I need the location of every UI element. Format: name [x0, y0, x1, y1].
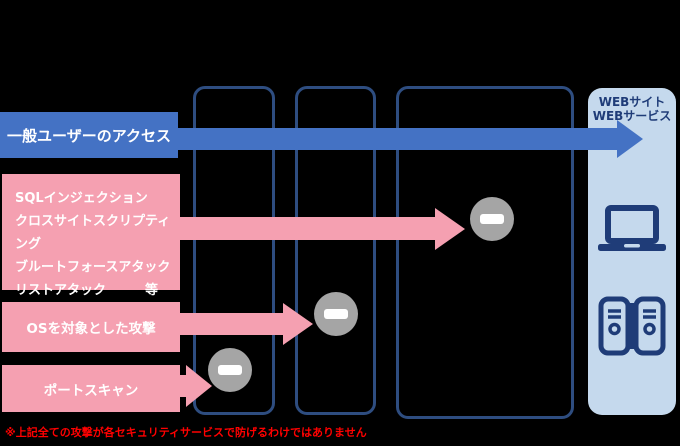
security-layer-column-2: [295, 86, 376, 415]
disclaimer-note: ※上記全ての攻撃が各セキュリティサービスで防げるわけではありません: [5, 426, 367, 439]
port-scan-label: ポートスキャン: [2, 365, 180, 412]
attack-line-brute-force: ブルートフォースアタック: [15, 260, 171, 275]
minus-icon: [324, 309, 348, 319]
blocked-icon-os-attack: [314, 292, 358, 336]
os-attack-arrow-head: [283, 303, 313, 345]
os-attack-arrow-shaft: [180, 313, 283, 335]
security-layer-column-1: [193, 86, 275, 415]
minus-icon: [218, 365, 242, 375]
web-destination-title: WEBサイト WEBサービス: [588, 88, 676, 123]
os-attack-label: OSを対象とした攻撃: [2, 302, 180, 352]
user-access-arrow-head: [617, 120, 643, 158]
laptop-icon: [598, 205, 666, 251]
web-attack-arrow-shaft: [180, 217, 435, 240]
attack-line-sql-injection: SQLインジェクション: [15, 191, 148, 206]
user-access-arrow-shaft: [178, 128, 617, 150]
security-layer-column-3: [396, 86, 574, 419]
user-access-label: 一般ユーザーのアクセス: [0, 112, 178, 158]
attack-line-xss: クロスサイトスクリプティング: [15, 214, 171, 252]
web-attack-arrow-head: [435, 208, 465, 250]
server-icon: [598, 296, 666, 356]
blocked-icon-web-attack: [470, 197, 514, 241]
minus-icon: [480, 214, 504, 224]
web-destination-line1: WEBサイト: [598, 95, 666, 109]
web-attacks-label: SQLインジェクション クロスサイトスクリプティング ブルートフォースアタック …: [2, 174, 180, 298]
attack-line-list-attack: リストアタック 等: [15, 283, 159, 298]
web-destination-line2: WEBサービス: [592, 109, 672, 123]
port-scan-arrow-head: [186, 365, 212, 407]
blocked-icon-port-scan: [208, 348, 252, 392]
port-scan-arrow-shaft: [180, 375, 186, 397]
